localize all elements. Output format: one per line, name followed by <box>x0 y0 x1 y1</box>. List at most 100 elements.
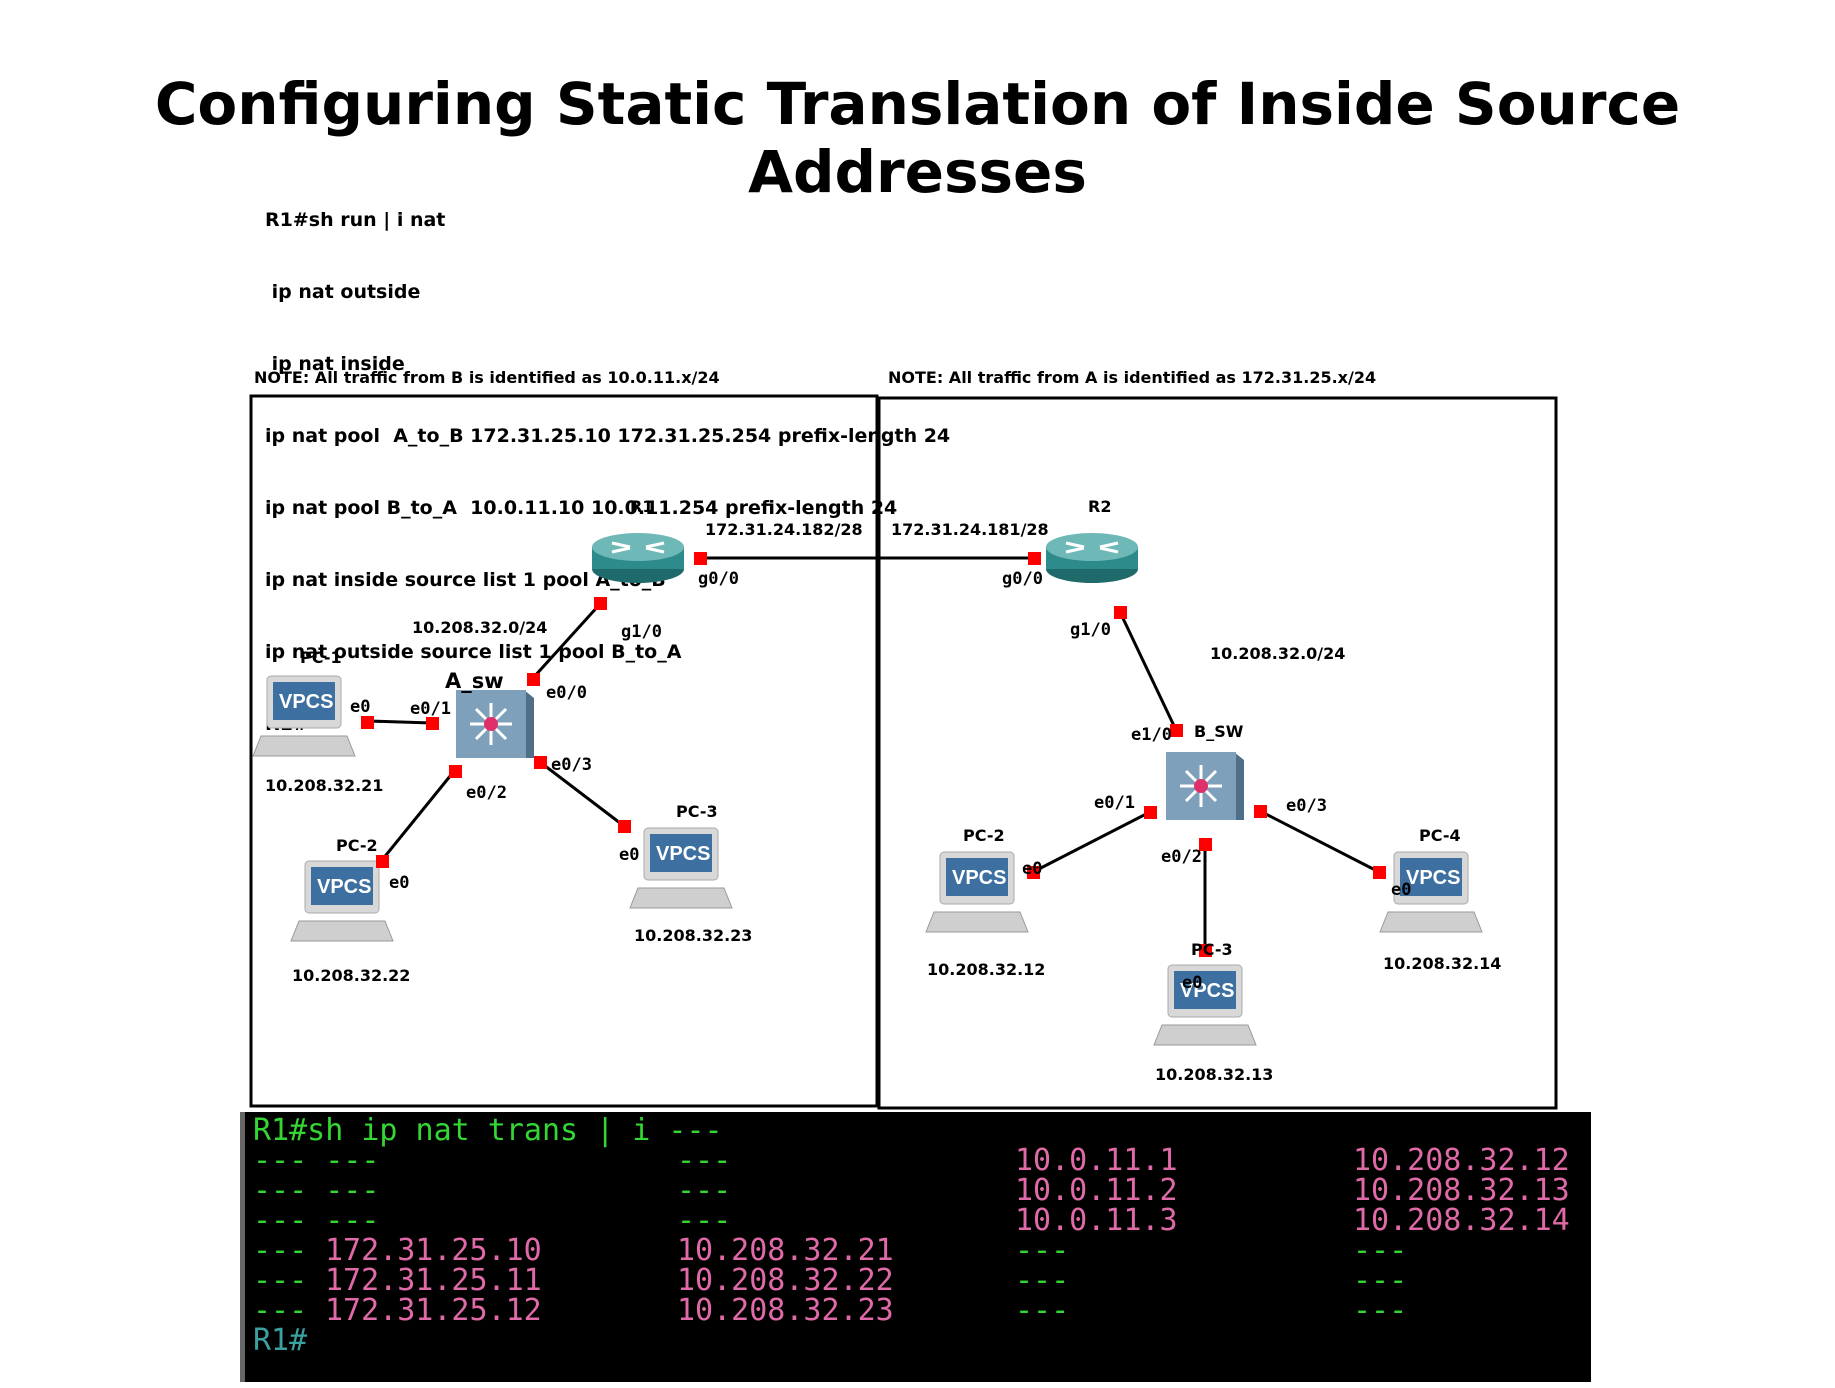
bsw-e02-label: e0/2 <box>1161 847 1202 867</box>
pc1-vpcs-icon[interactable]: VPCS <box>252 675 356 757</box>
config-line: ip nat outside <box>265 281 421 303</box>
config-line: ip nat inside <box>265 353 405 375</box>
left-topology-frame <box>249 394 879 1108</box>
pc3-ip: 10.208.32.23 <box>634 926 752 945</box>
terminal-cell: --- --- <box>253 1173 380 1208</box>
terminal-row: --- --- --- 10.0.11.1 10.208.32.12 <box>253 1146 1583 1176</box>
vpcs-label: VPCS <box>656 843 710 865</box>
terminal-cell: --- <box>253 1263 308 1298</box>
right-topology-frame <box>877 396 1558 1110</box>
port-asw-e03 <box>534 756 547 769</box>
vpcs-label: VPCS <box>1180 980 1234 1002</box>
terminal-cell: --- <box>677 1173 732 1208</box>
terminal-cell: --- <box>677 1143 732 1178</box>
left-subnet-label: 10.208.32.0/24 <box>412 618 547 637</box>
terminal-cell: 10.208.32.22 <box>677 1263 894 1298</box>
port-markers <box>361 552 1386 957</box>
switch-b-sw-icon[interactable] <box>1164 750 1246 822</box>
note-left: NOTE: All traffic from B is identified a… <box>254 368 720 387</box>
pc4-name: PC-4 <box>1419 826 1461 845</box>
config-line: R1#sh run | i nat <box>265 209 446 231</box>
right-subnet-label: 10.208.32.0/24 <box>1210 644 1345 663</box>
terminal-cell: 10.0.11.3 <box>1015 1203 1178 1238</box>
network-links <box>367 556 1380 950</box>
b-sw-name: B_SW <box>1194 722 1244 741</box>
link-bsw-pc4 <box>1259 809 1380 874</box>
terminal-cell: --- <box>677 1203 732 1238</box>
port-bsw-e02 <box>1199 838 1212 851</box>
terminal-cell: --- <box>1015 1233 1070 1268</box>
port-pc1-e0 <box>361 716 374 729</box>
link-r1-asw <box>531 602 602 680</box>
terminal-cell: --- <box>1353 1293 1408 1328</box>
terminal-cell: 10.0.11.2 <box>1015 1173 1178 1208</box>
pc4-e0-label: e0 <box>1391 880 1411 900</box>
terminal-cell: 10.208.32.23 <box>677 1293 894 1328</box>
r2-g10-label: g1/0 <box>1070 620 1111 640</box>
terminal-cell: --- <box>253 1233 308 1268</box>
terminal-output: R1#sh ip nat trans | i --- --- --- --- 1… <box>240 1112 1591 1382</box>
right-pc3-name: PC-3 <box>1191 940 1233 959</box>
port-asw-e02 <box>449 765 462 778</box>
port-bsw-e10 <box>1170 724 1183 737</box>
switch-a-sw-icon[interactable] <box>454 688 536 760</box>
pc4-vpcs-icon[interactable]: VPCS <box>1379 851 1483 933</box>
port-bsw-e01 <box>1144 806 1157 819</box>
pc2-name: PC-2 <box>336 836 378 855</box>
asw-e00-label: e0/0 <box>546 683 587 703</box>
vpcs-label: VPCS <box>317 876 371 898</box>
r2-name: R2 <box>1088 497 1111 516</box>
pc1-ip: 10.208.32.21 <box>265 776 383 795</box>
terminal-row: --- 172.31.25.11 10.208.32.22 --- --- <box>253 1266 1583 1296</box>
bsw-e01-label: e0/1 <box>1094 793 1135 813</box>
page-title: Configuring Static Translation of Inside… <box>154 70 1681 206</box>
port-bsw-e03 <box>1254 805 1267 818</box>
port-r2-g00 <box>1028 552 1041 565</box>
terminal-row: --- 172.31.25.12 10.208.32.23 --- --- <box>253 1296 1583 1326</box>
port-r1-g00 <box>694 552 707 565</box>
bsw-e10-label: e1/0 <box>1131 725 1172 745</box>
link-r2-bsw <box>1118 611 1178 731</box>
port-r1-g10 <box>594 597 607 610</box>
vpcs-label: VPCS <box>279 691 333 713</box>
r1-name: R1 <box>630 497 653 516</box>
pc3-vpcs-icon[interactable]: VPCS <box>629 827 733 909</box>
vpcs-label: VPCS <box>952 867 1006 889</box>
terminal-cell: 10.0.11.1 <box>1015 1143 1178 1178</box>
terminal-cell: 10.208.32.13 <box>1353 1173 1570 1208</box>
router-r1-icon[interactable] <box>590 531 686 585</box>
router-r2-icon[interactable] <box>1044 531 1140 585</box>
link-pc3-asw <box>539 760 625 828</box>
right-pc3-e0-label: e0 <box>1182 973 1202 993</box>
vpcs-label: VPCS <box>1406 867 1460 889</box>
config-line: ip nat pool A_to_B 172.31.25.10 172.31.2… <box>265 425 951 447</box>
port-pc3-e0 <box>618 820 631 833</box>
pc1-e0-label: e0 <box>350 697 370 717</box>
port-r2-g10 <box>1114 606 1127 619</box>
link-pc1-asw <box>367 719 433 725</box>
pc2-ip: 10.208.32.22 <box>292 966 410 985</box>
terminal-cell: 172.31.25.12 <box>325 1293 542 1328</box>
terminal-cell: 172.31.25.11 <box>325 1263 542 1298</box>
terminal-cell: 10.208.32.21 <box>677 1233 894 1268</box>
terminal-row: --- --- --- 10.0.11.2 10.208.32.13 <box>253 1176 1583 1206</box>
terminal-cell: --- <box>1353 1263 1408 1298</box>
port-pc4-e0 <box>1373 866 1386 879</box>
right-pc2-ip: 10.208.32.12 <box>927 960 1045 979</box>
right-pc3-vpcs-icon[interactable]: VPCS <box>1153 964 1257 1046</box>
bsw-e03-label: e0/3 <box>1286 796 1327 816</box>
pc2-e0-label: e0 <box>389 873 409 893</box>
config-line: ip nat outside source list 1 pool B_to_A <box>265 641 682 663</box>
port-asw-e00 <box>527 673 540 686</box>
terminal-row: --- 172.31.25.10 10.208.32.21 --- --- <box>253 1236 1583 1266</box>
port-right-pc3-e0 <box>1199 944 1212 957</box>
terminal-command: R1#sh ip nat trans | i --- <box>253 1113 723 1148</box>
terminal-cell: 172.31.25.10 <box>325 1233 542 1268</box>
asw-e01-label: e0/1 <box>410 699 451 719</box>
terminal-cell: --- <box>1015 1293 1070 1328</box>
pc2-vpcs-icon[interactable]: VPCS <box>290 860 394 942</box>
right-pc2-vpcs-icon[interactable]: VPCS <box>925 851 1029 933</box>
r1-wan-ip: 172.31.24.182/28 <box>705 520 863 539</box>
terminal-cell: --- <box>1353 1233 1408 1268</box>
terminal-row: --- --- --- 10.0.11.3 10.208.32.14 <box>253 1206 1583 1236</box>
